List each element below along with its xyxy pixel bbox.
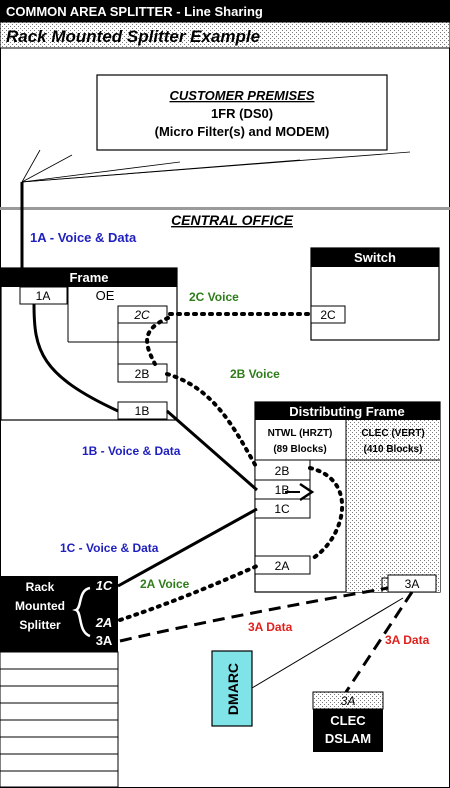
splitter-port-1c: 1C [96, 578, 113, 593]
customer-premises-line2: (Micro Filter(s) and MODEM) [155, 124, 330, 139]
splitter-port-2a: 2A [95, 615, 113, 630]
splitter-brace [72, 586, 91, 638]
clec-dslam-port-box [312, 691, 384, 710]
df-cross-connect-arrow [299, 482, 315, 502]
rack-slots [0, 651, 119, 788]
label-3a-data-right: 3A Data [385, 633, 430, 647]
splitter-box [0, 576, 118, 652]
line-1a-to-1b [32, 303, 119, 413]
dmarc-box [211, 650, 253, 727]
switch-port-2c-label: 2C [320, 308, 336, 322]
line-3a-df-to-dslam [344, 591, 414, 693]
splitter-block: Rack Mounted Splitter 1C 2A 3A [0, 576, 118, 652]
frame-port-1a [19, 286, 68, 305]
line-df-2b-to-2a [308, 466, 345, 562]
frame-port-1a-label: 1A [36, 289, 51, 303]
df-port-2b: 2B [275, 464, 290, 478]
header-bar [0, 0, 450, 22]
central-office-divider [0, 207, 450, 210]
label-1b-voice-data: 1B - Voice & Data [82, 444, 181, 458]
line-1b-frame-to-df [166, 409, 258, 492]
splitter-label-3: Splitter [19, 618, 61, 632]
switch-title: Switch [354, 250, 396, 265]
frame-block: Frame 1A OE 2C 2B 1B [0, 267, 178, 421]
clec-dslam-port-3a: 3A [341, 694, 356, 708]
voice-paths [118, 312, 345, 622]
page-title: COMMON AREA SPLITTER - Line Sharing [6, 4, 263, 19]
df-port-group [254, 459, 311, 519]
line-2c-to-2b [145, 316, 170, 366]
line-1c-splitter-to-df [117, 507, 258, 588]
customer-premises-box [96, 74, 388, 151]
label-2c-voice: 2C Voice [189, 290, 239, 304]
df-port-2a: 2A [275, 559, 290, 573]
switch-block: Switch 2C [310, 247, 440, 341]
df-port-1b: 1B [275, 483, 290, 497]
splitter-port-3a: 3A [96, 633, 113, 648]
df-port-3a: 3A [405, 577, 420, 591]
dmarc-label: DMARC [225, 663, 241, 715]
switch-port-2c [310, 305, 346, 324]
clec-dslam-label-1: CLEC [330, 713, 366, 728]
customer-premises-heading: CUSTOMER PREMISES [170, 88, 315, 103]
distributing-frame-title: Distributing Frame [289, 404, 405, 419]
voice-data-paths [32, 303, 258, 588]
line-2b-to-df [165, 372, 259, 470]
label-2b-voice: 2B Voice [230, 367, 280, 381]
dmarc-pointer [251, 597, 404, 689]
clec-label-2: (410 Blocks) [364, 444, 423, 455]
splitter-label-1: Rack [26, 580, 55, 594]
customer-premises-line1: 1FR (DS0) [211, 106, 273, 121]
premises-wiring [21, 149, 411, 183]
switch-title-bar [311, 248, 439, 267]
distributing-frame-block: Distributing Frame NTWL (HRZT) (89 Block… [254, 401, 441, 593]
clec-label-1: CLEC (VERT) [361, 428, 424, 439]
distributing-frame-title-bar [255, 402, 440, 420]
splitter-label-2: Mounted [15, 599, 65, 613]
data-paths [119, 586, 414, 693]
line-2a-splitter-to-df [118, 564, 259, 622]
label-1a-voice-data: 1A - Voice & Data [30, 230, 137, 245]
frame-port-2c-label: 2C [133, 308, 150, 322]
frame-title: Frame [69, 270, 108, 285]
df-port-1c: 1C [274, 502, 290, 516]
ntwl-label-2: (89 Blocks) [273, 444, 326, 455]
central-office-heading: CENTRAL OFFICE [171, 212, 294, 228]
ntwl-label-1: NTWL (HRZT) [268, 428, 333, 439]
frame-port-2b-label: 2B [135, 367, 150, 381]
clec-dslam-label-2: DSLAM [325, 731, 371, 746]
frame-oe-label: OE [96, 288, 115, 303]
frame-title-bar [1, 268, 177, 287]
frame-port-2c [117, 305, 168, 324]
clec-dslam-block: 3A CLEC DSLAM [312, 691, 384, 752]
frame-port-1b-label: 1B [135, 404, 150, 418]
page-subtitle: Rack Mounted Splitter Example [6, 27, 260, 46]
subtitle-bar [0, 21, 450, 49]
clec-vert-area [346, 420, 440, 592]
label-2a-voice: 2A Voice [140, 577, 190, 591]
label-1c-voice-data: 1C - Voice & Data [60, 541, 159, 555]
label-3a-data-left: 3A Data [248, 620, 293, 634]
df-3a-bracket [381, 577, 388, 592]
